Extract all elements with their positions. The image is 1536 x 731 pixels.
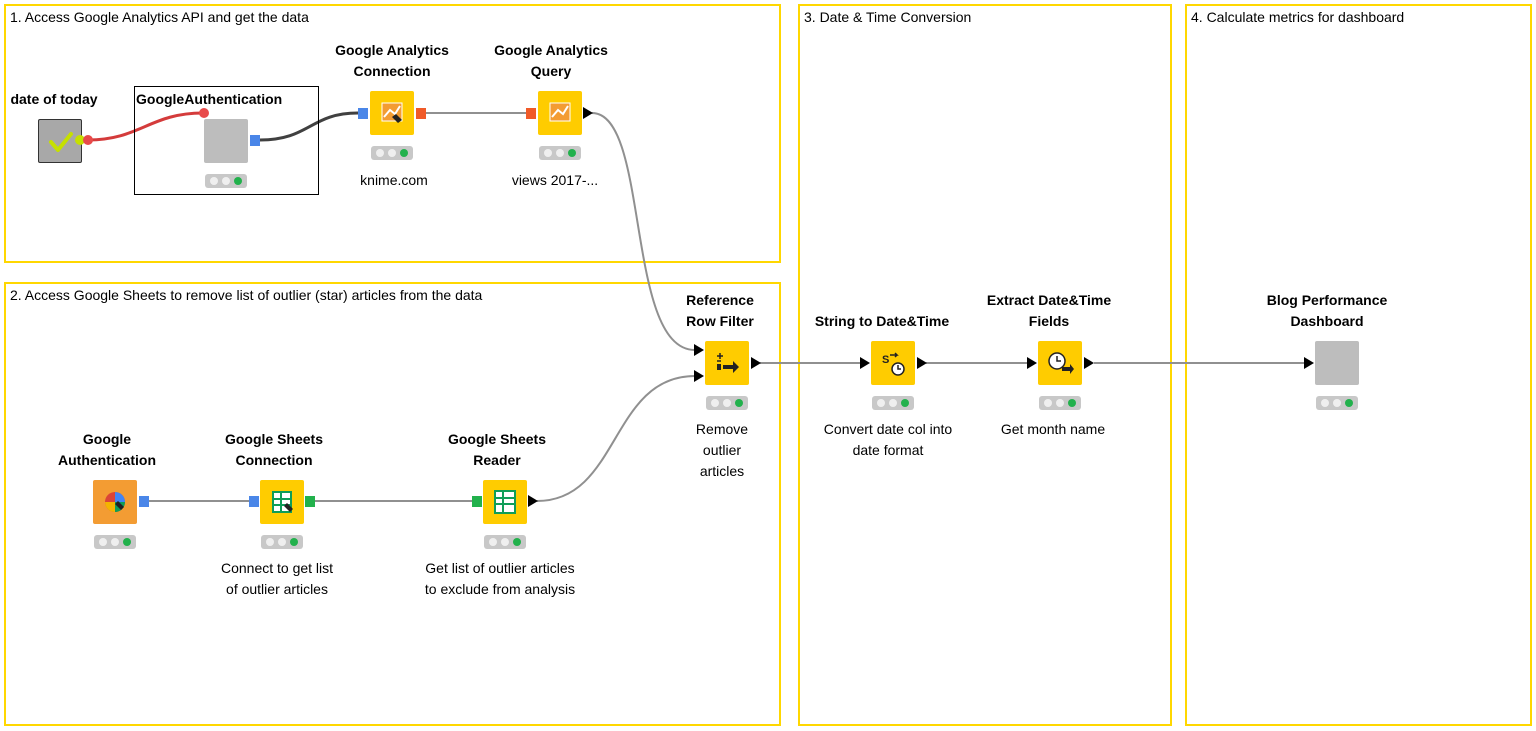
string-to-datetime-output-port[interactable] — [917, 357, 927, 369]
annotation-metrics-label: 4. Calculate metrics for dashboard — [1191, 9, 1405, 25]
node-caption-sheets-reader: Get list of outlier articles to exclude … — [424, 560, 576, 597]
sheets-reader-node[interactable] — [483, 480, 527, 524]
date-of-today-flow-output-port[interactable] — [75, 135, 85, 145]
string-to-clock-icon: S — [882, 352, 905, 376]
blog-dashboard-status-indicator — [1316, 396, 1358, 410]
metanode-status-indicator — [205, 174, 247, 188]
node-title-sheets-connection: Google Sheets Connection — [224, 431, 324, 468]
node-caption-ga-query: views 2017-... — [511, 172, 599, 188]
row-filter-input-port-1[interactable] — [694, 344, 704, 356]
clock-extract-icon — [1048, 352, 1074, 374]
row-filter-output-port[interactable] — [751, 357, 761, 369]
metanode-flow-variable-input-port[interactable] — [199, 108, 209, 118]
annotation-date-time-label: 3. Date & Time Conversion — [804, 9, 972, 25]
reference-row-filter-node[interactable] — [705, 341, 749, 385]
sheets-connection-node[interactable] — [260, 480, 304, 524]
ga-connection-node[interactable] — [370, 91, 414, 135]
node-title-sheets-reader: Google Sheets Reader — [447, 431, 547, 468]
extract-datetime-input-port[interactable] — [1027, 357, 1037, 369]
node-title-date-of-today: date of today — [10, 91, 98, 107]
node-caption-extract-datetime: Get month name — [1000, 421, 1106, 437]
sheets-reader-output-port[interactable] — [528, 495, 538, 507]
string-to-datetime-input-port[interactable] — [860, 357, 870, 369]
google-authentication-icon — [105, 492, 125, 512]
extract-datetime-output-port[interactable] — [1084, 357, 1094, 369]
ga-connection-input-port[interactable] — [358, 108, 368, 119]
ga-query-node[interactable] — [538, 91, 582, 135]
annotation-ga-api-label: 1. Access Google Analytics API and get t… — [10, 9, 309, 25]
sheets-connection-input-port[interactable] — [249, 496, 259, 507]
sheets-plug-icon — [272, 491, 293, 513]
date-of-today-node[interactable] — [38, 119, 82, 163]
analytics-chart-icon — [549, 102, 571, 122]
node-caption-string-to-datetime: Convert date col into date format — [823, 421, 953, 458]
annotation-metrics[interactable]: 4. Calculate metrics for dashboard — [1185, 4, 1532, 726]
extract-datetime-node[interactable] — [1038, 341, 1082, 385]
node-title-string-to-datetime: String to Date&Time — [814, 313, 950, 329]
connection-reader-to-row-filter[interactable] — [536, 375, 696, 502]
node-title-ga-query: Google Analytics Query — [494, 42, 608, 79]
blog-dashboard-input-port[interactable] — [1304, 357, 1314, 369]
row-filter-input-port-2[interactable] — [694, 370, 704, 382]
annotation-google-sheets-label: 2. Access Google Sheets to remove list o… — [10, 287, 483, 303]
blog-dashboard-node[interactable] — [1315, 341, 1359, 385]
node-title-blog-dashboard: Blog Performance Dashboard — [1266, 292, 1388, 329]
sheets-connection-output-port[interactable] — [305, 496, 315, 507]
annotation-ga-api[interactable]: 1. Access Google Analytics API and get t… — [4, 4, 781, 263]
metanode-output-port[interactable] — [250, 135, 260, 146]
connection-auth-to-ga-connection[interactable] — [259, 111, 359, 142]
ga-query-input-port[interactable] — [526, 108, 536, 119]
connection-query-to-row-filter[interactable] — [591, 112, 696, 351]
string-to-datetime-node[interactable]: S — [871, 341, 915, 385]
annotation-google-sheets[interactable]: 2. Access Google Sheets to remove list o… — [4, 282, 781, 726]
extract-datetime-status-indicator — [1039, 396, 1081, 410]
google-authentication-status-indicator — [94, 535, 136, 549]
node-title-reference-row-filter: Reference Row Filter — [686, 292, 754, 329]
sheets-table-icon — [494, 490, 516, 514]
sheets-connection-status-indicator — [261, 535, 303, 549]
svg-text:S: S — [882, 354, 889, 366]
ga-query-output-port[interactable] — [583, 107, 593, 119]
metanode-inner-node[interactable] — [204, 119, 248, 163]
node-title-google-authentication: Google Authentication — [58, 431, 156, 468]
row-filter-status-indicator — [706, 396, 748, 410]
string-to-datetime-status-indicator — [872, 396, 914, 410]
ga-query-status-indicator — [539, 146, 581, 160]
node-caption-ga-connection: knime.com — [360, 172, 428, 188]
node-caption-reference-row-filter: Remove outlier articles — [695, 421, 749, 479]
metanode-label: GoogleAuthentication — [136, 91, 283, 107]
sheets-reader-input-port[interactable] — [472, 496, 482, 507]
sheets-reader-status-indicator — [484, 535, 526, 549]
annotation-date-time[interactable]: 3. Date & Time Conversion — [798, 4, 1172, 726]
node-caption-sheets-connection: Connect to get list of outlier articles — [220, 560, 334, 597]
ga-connection-output-port[interactable] — [416, 108, 426, 119]
node-title-ga-connection: Google Analytics Connection — [335, 42, 449, 79]
node-title-extract-datetime: Extract Date&Time Fields — [986, 292, 1112, 329]
row-filter-icon — [717, 353, 739, 373]
google-authentication-output-port[interactable] — [139, 496, 149, 507]
metanode-google-authentication[interactable]: GoogleAuthentication — [134, 86, 319, 195]
flow-variable-connection[interactable] — [87, 111, 204, 142]
date-of-today-flow-variable-port[interactable] — [83, 135, 93, 145]
google-authentication-node[interactable] — [93, 480, 137, 524]
analytics-plug-icon — [381, 102, 403, 123]
check-icon — [49, 132, 73, 152]
ga-connection-status-indicator — [371, 146, 413, 160]
